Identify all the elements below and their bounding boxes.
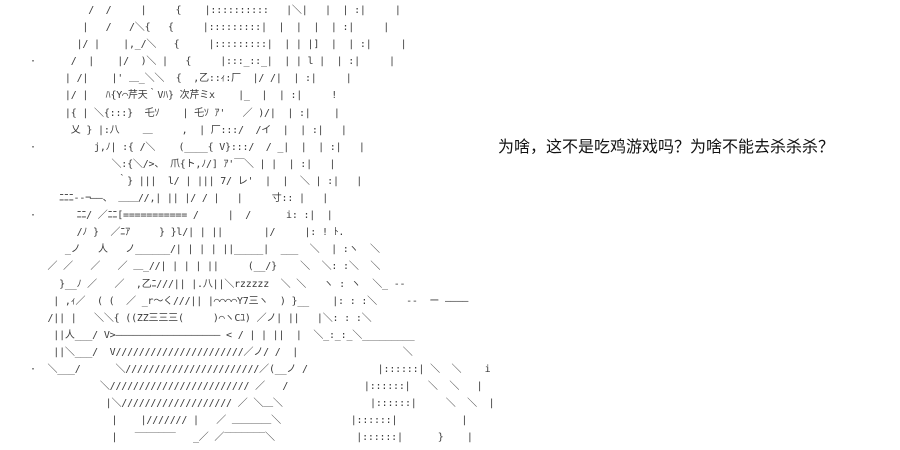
art-line: · ﾆﾆ/ ／ﾆﾆ[=========== / | / i: :| |: [30, 210, 333, 222]
art-line: |/ | |,_/＼ { |:::::::::| | | |] | | :| |: [30, 39, 407, 51]
art-line: · j,ﾉ| :{ /＼ (____{ V}:::/ / _| | | :| |: [30, 141, 365, 153]
art-line: /ﾉ } ／ﾆｱ } }l/| | || |/ |: ! ﾄ.: [30, 227, 345, 239]
art-line: _ノ 人 ノ______/| | | | ||_____| ___ ＼ | :ヽ…: [30, 244, 380, 256]
art-line: |/ | ﾊ{Y⌒芹天｀Vﾊ} 次芹ミx |_ | | :| !: [30, 90, 338, 102]
ascii-art-figure: / / | { |:::::::::: |＼| | | :| | | / /＼{…: [30, 2, 700, 448]
speech-caption: 为啥，这不是吃鸡游戏吗？为啥不能去杀杀杀？: [498, 137, 835, 156]
art-line: ／ ／ ／ ／ ＿_//| | | | || (__/} ＼ ＼: :＼ ＼: [30, 261, 381, 273]
art-line: | |/////// | ／ ＿＿＿＿＼ |::::::| |: [30, 415, 468, 427]
art-line: 乂 } |:八 ＿ , | 厂:::/ /イ | | :| |: [30, 124, 347, 136]
art-line: |＼/////////////////// ／ ＼＿＼ |::::::| ＼ ＼…: [30, 398, 495, 410]
art-line: }__ﾉ ／ ／ ,乙ﾆ///|| |.八||＼rzzzzz ＼ ＼ ヽ : ヽ…: [30, 278, 406, 290]
art-line: |{ | ＼{:::} 乇ｿ | 乇ｿ ｱ' ／ )/| | :| |: [30, 107, 340, 119]
art-line: ﾆﾆﾆ-‐¬――、 ＿＿//,| || |/ / | | 寸:: | |: [30, 193, 329, 205]
art-line: | ,ｨ／ ( ( ／ _r～く///|| |⌒⌒⌒⌒Y7三ヽ ) }__ |:…: [30, 295, 469, 307]
art-line: / / | { |:::::::::: |＼| | | :| |: [30, 5, 401, 16]
art-line: · / | |/ )＼ | { |:::_::_| | | l | | :| |: [30, 56, 395, 68]
art-line: | ‾‾‾‾‾‾‾ _／ ／‾‾‾‾‾‾‾＼ |::::::| } |: [30, 432, 473, 444]
art-line: ||人___/ V>―――――――――――――――――― < / | | || …: [30, 329, 415, 341]
art-line: ＼:{＼/>、 爪{ト,ﾉ/] ｱ'￣＼ | | | :| |: [30, 158, 336, 170]
art-line: | / /＼{ { |:::::::::| | | | | :| |: [30, 22, 390, 34]
art-line: | /| |' ＿_＼＼ { ,乙::ｨ:厂 |/ /| | :| |: [30, 73, 352, 85]
art-line: · ＼___/ ＼///////////////////////／(__ノ / …: [30, 363, 491, 375]
art-line: ||＼___/ V//////////////////////／ノ/ / | ＼: [30, 346, 413, 358]
art-line: ｀} ||| l/ | ||| 7/ レ' | | ＼ | :| |: [30, 175, 363, 187]
art-line: /|| | ＼＼{ ((ZZ三三三( )⌒ヽCﾕ) ／ノ| || |＼: : :…: [30, 312, 372, 324]
art-line: ＼//////////////////////// ／ / |::::::| ＼…: [30, 381, 483, 393]
